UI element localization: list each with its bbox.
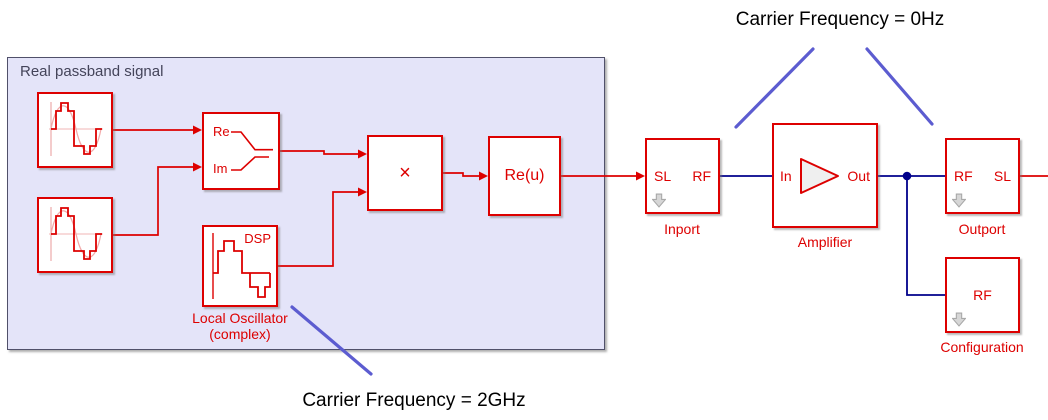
annotation-carrier-frequency-2ghz: Carrier Frequency = 2GHz xyxy=(302,390,526,411)
annotation-line-top-left xyxy=(734,47,815,129)
configuration-caption: Configuration xyxy=(940,339,1024,355)
staircase-sine-icon xyxy=(49,207,103,261)
staircase-sine-icon xyxy=(49,102,103,156)
outport-sl-port-label: SL xyxy=(993,168,1011,184)
inport-caption: Inport xyxy=(664,221,700,237)
real-imag-to-complex-block[interactable]: Re Im xyxy=(202,112,280,190)
down-arrow-icon xyxy=(952,193,966,208)
multiply-symbol: × xyxy=(399,161,411,184)
annotation-leader-lines xyxy=(290,47,934,376)
signal-source-block-1[interactable] xyxy=(37,92,113,168)
rf-wires xyxy=(720,175,945,296)
outport-caption: Outport xyxy=(958,221,1006,237)
amplifier-out-port-label: Out xyxy=(847,167,870,184)
product-block[interactable]: × xyxy=(367,135,443,211)
outport-rf-port-label: RF xyxy=(954,168,973,184)
complex-to-real-block[interactable]: Re(u) xyxy=(488,136,561,216)
configuration-rf-label: RF xyxy=(973,287,992,303)
local-oscillator-caption-line1: Local Oscillator xyxy=(192,310,288,326)
dsp-label: DSP xyxy=(244,231,271,246)
subsystem-title: Real passband signal xyxy=(20,63,164,80)
outport-block[interactable]: RF SL xyxy=(945,138,1020,214)
signal-wires xyxy=(113,129,1048,267)
annotation-carrier-frequency-0hz: Carrier Frequency = 0Hz xyxy=(735,9,945,30)
inport-rf-port-label: RF xyxy=(692,168,711,184)
configuration-block[interactable]: RF xyxy=(945,257,1020,333)
local-oscillator-caption: Local Oscillator (complex) xyxy=(170,310,310,342)
im-port-label: Im xyxy=(213,161,228,176)
amplifier-block[interactable]: In Out xyxy=(772,123,878,228)
amplifier-in-port-label: In xyxy=(780,167,792,184)
down-arrow-icon xyxy=(952,312,966,327)
wire-junction-dot xyxy=(902,171,912,181)
real-imag-merge-icon xyxy=(231,131,273,171)
local-oscillator-caption-line2: (complex) xyxy=(209,326,271,342)
annotation-line-bottom xyxy=(290,305,373,376)
annotation-line-top-right xyxy=(865,47,934,126)
reu-label: Re(u) xyxy=(504,167,545,184)
inport-sl-port-label: SL xyxy=(654,168,672,184)
local-oscillator-block[interactable]: DSP xyxy=(202,225,278,307)
re-port-label: Re xyxy=(213,124,230,139)
wire-arrowheads xyxy=(193,125,645,197)
amplifier-triangle-icon xyxy=(799,157,839,194)
inport-block[interactable]: SL RF xyxy=(645,138,720,214)
amplifier-caption: Amplifier xyxy=(797,234,853,250)
down-arrow-icon xyxy=(652,193,666,208)
dsp-waveform-icon xyxy=(212,233,271,299)
signal-source-block-2[interactable] xyxy=(37,197,113,273)
